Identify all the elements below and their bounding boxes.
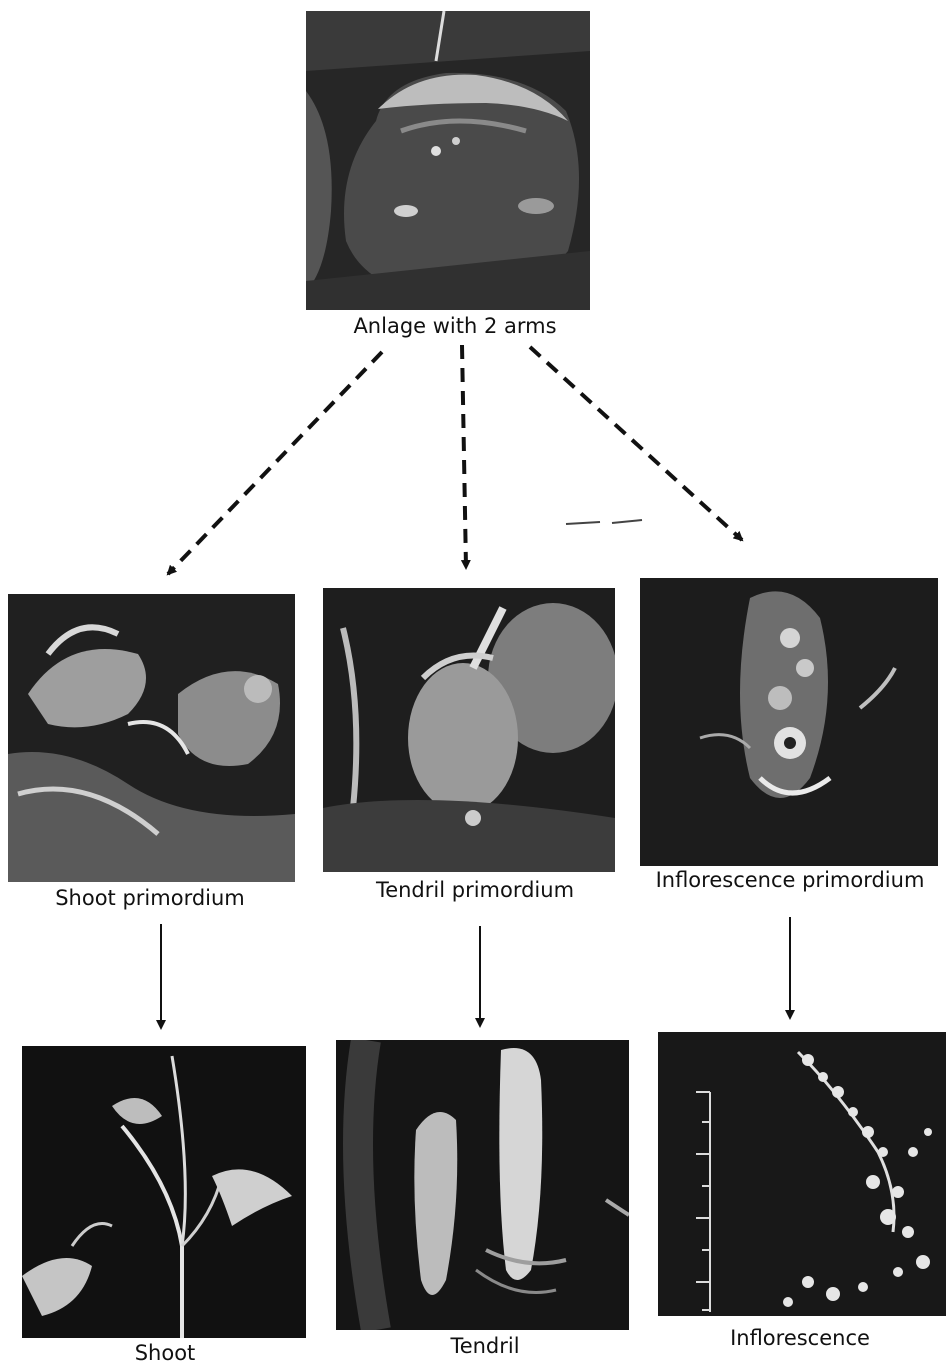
shoot-primordium-label: Shoot primordium [30, 886, 270, 910]
inflorescence-primordium-label: Inflorescence primordium [640, 868, 940, 892]
dashed-arrow-to-tendril-primordium [462, 345, 466, 568]
shoot-label: Shoot [95, 1341, 235, 1365]
dashed-arrow-to-shoot-primordium [168, 352, 382, 574]
anlage-label: Anlage with 2 arms [340, 314, 570, 338]
inflorescence-photograph [658, 1032, 946, 1316]
stray-mark [612, 520, 642, 523]
inflorescence-primordium-micrograph [640, 578, 938, 866]
shoot-primordium-micrograph [8, 594, 295, 882]
tendril-photograph [336, 1040, 629, 1330]
tendril-primordium-label: Tendril primordium [350, 878, 600, 902]
stray-mark [566, 522, 600, 524]
tendril-primordium-micrograph [323, 588, 615, 872]
tendril-label: Tendril [420, 1334, 550, 1358]
inflorescence-label: Inflorescence [700, 1326, 900, 1350]
shoot-photograph [22, 1046, 306, 1338]
anlage-micrograph [306, 11, 590, 310]
dashed-arrow-to-inflorescence-primordium [530, 347, 742, 540]
